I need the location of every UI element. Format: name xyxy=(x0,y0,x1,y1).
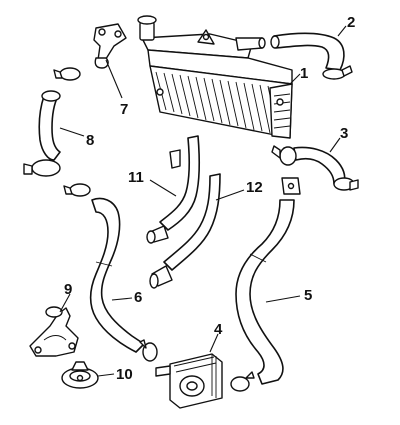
callout-2: 2 xyxy=(347,14,355,31)
callout-9: 9 xyxy=(64,281,72,298)
thermostat xyxy=(61,361,99,389)
lower-radiator-hose xyxy=(271,145,359,191)
callout-7: 7 xyxy=(120,101,128,118)
callout-6: 6 xyxy=(134,289,142,306)
oil-cooler-inlet-hose xyxy=(63,183,158,362)
thermostat-cover xyxy=(29,306,79,357)
coolant-pipe-right xyxy=(149,173,221,289)
oil-cooler-outlet-hose xyxy=(230,177,301,392)
callout-12: 12 xyxy=(246,179,263,196)
callout-1: 1 xyxy=(300,65,308,82)
coolant-pipe-left xyxy=(146,135,201,244)
callout-3: 3 xyxy=(340,125,348,142)
bypass-hose xyxy=(23,67,81,177)
callout-4: 4 xyxy=(214,321,223,338)
upper-radiator-hose xyxy=(270,32,353,80)
callout-8: 8 xyxy=(86,132,94,149)
leader-lines xyxy=(59,25,347,377)
callout-11: 11 xyxy=(128,169,144,186)
callout-labels: 1 2 3 4 5 6 7 8 9 10 11 12 xyxy=(64,14,355,383)
radiator xyxy=(137,15,301,159)
oil-cooler xyxy=(155,353,223,409)
callout-5: 5 xyxy=(304,287,312,304)
callout-10: 10 xyxy=(116,366,133,383)
coolant-outlet-flange xyxy=(93,23,127,69)
